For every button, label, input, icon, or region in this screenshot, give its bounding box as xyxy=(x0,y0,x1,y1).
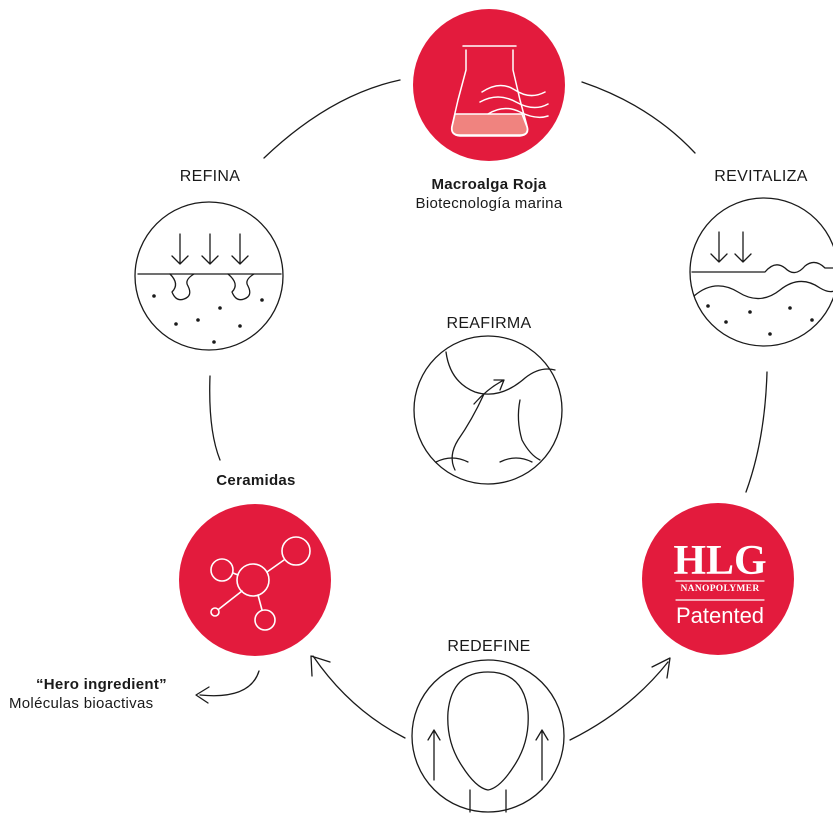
flask-icon xyxy=(450,45,549,137)
hlg-brand: HLG xyxy=(673,538,767,584)
arrow-bottom-right xyxy=(651,657,671,679)
connector-arcs xyxy=(195,79,768,741)
macroalga-subtitle: Biotecnología marina xyxy=(415,195,563,212)
ceramidas-badge xyxy=(179,504,331,656)
label-redefine: REDEFINE xyxy=(447,638,531,655)
skin-wave-icon xyxy=(689,197,833,347)
neck-lift-icon xyxy=(413,335,563,485)
molecule-icon xyxy=(210,536,311,631)
redefine-circle xyxy=(411,659,565,813)
arc-hero xyxy=(199,670,260,697)
arc-left xyxy=(209,375,221,461)
ceramidas-title: Ceramidas xyxy=(216,472,296,489)
reafirma-circle xyxy=(413,335,563,485)
hero-title: “Hero ingredient” xyxy=(36,676,167,693)
arrow-bottom-left xyxy=(310,655,331,677)
macroalga-badge xyxy=(413,9,565,161)
ceramidas-circle xyxy=(179,504,331,656)
face-contour-icon xyxy=(411,659,565,813)
hero-subtitle: Moléculas bioactivas xyxy=(9,695,154,712)
arc-top-left xyxy=(263,79,401,159)
arc-bottom-right xyxy=(569,661,669,741)
arrow-hero xyxy=(195,686,210,704)
revitaliza-circle xyxy=(689,197,833,347)
hlg-status: Patented xyxy=(675,603,765,628)
skin-pores-icon xyxy=(134,201,284,351)
refina-circle xyxy=(134,201,284,351)
label-reafirma: REAFIRMA xyxy=(446,315,532,332)
arc-bottom-left xyxy=(312,655,406,739)
macroalga-circle xyxy=(413,9,565,161)
macroalga-title: Macroalga Roja xyxy=(431,176,547,193)
hlg-circle xyxy=(642,503,794,655)
hlg-badge xyxy=(642,503,794,655)
label-revitaliza: REVITALIZA xyxy=(714,168,808,185)
hlg-line: NANOPOLYMER xyxy=(680,584,760,594)
arc-top-right xyxy=(581,81,696,154)
arc-right xyxy=(745,371,768,493)
label-refina: REFINA xyxy=(179,168,241,185)
